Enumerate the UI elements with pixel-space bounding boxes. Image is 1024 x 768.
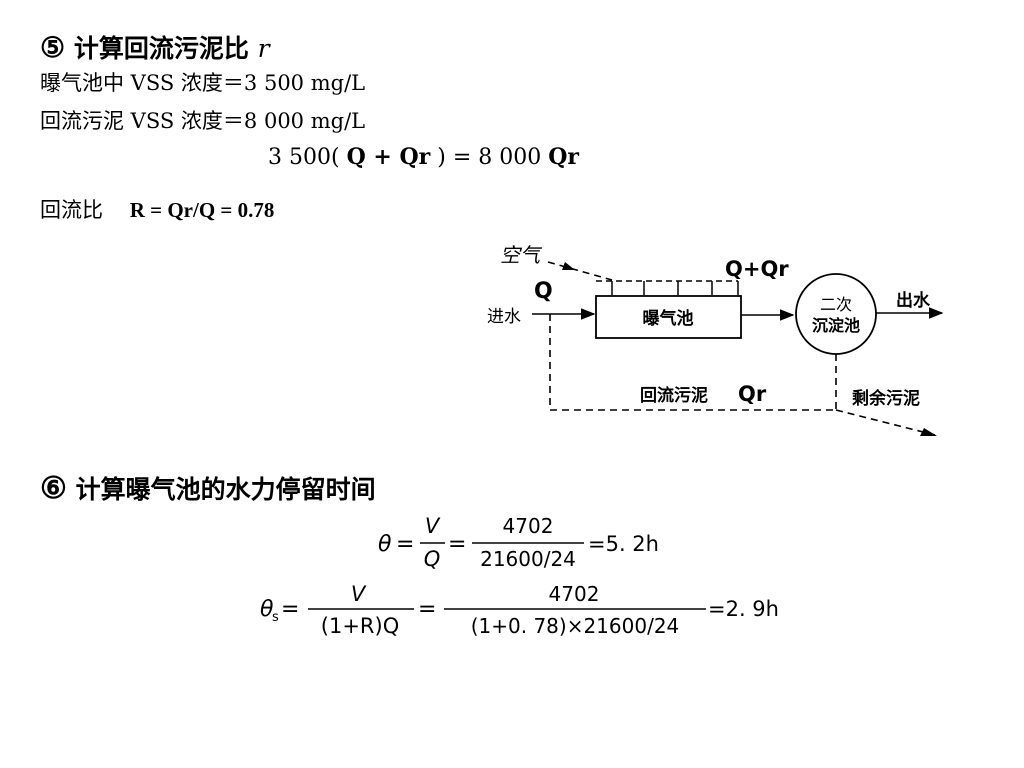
clarifier-label-line1: 二次: [820, 295, 852, 314]
f1-equals: =: [396, 532, 414, 557]
ratio-label: 回流比: [40, 198, 103, 222]
outflow-label: 出水: [896, 290, 931, 311]
f1-theta: θ: [378, 532, 392, 557]
f2-theta: θ: [260, 597, 274, 622]
q-label: Q: [534, 279, 553, 304]
f1-num1: V: [425, 514, 441, 538]
air-label: 空气: [500, 243, 543, 267]
equation-left: 3 500(: [268, 145, 340, 170]
f2-num2: 4702: [549, 582, 600, 606]
section-title: 计算回流污泥比: [73, 34, 249, 63]
q-plus-qr-label: Q+Qr: [725, 257, 789, 281]
mass-balance-equation: 3 500( Q + Qr ) = 8 000 Qr: [268, 146, 579, 169]
section-title: 计算曝气池的水力停留时间: [75, 475, 376, 504]
excess-sludge-arrowhead: [920, 428, 937, 436]
return-sludge-label: 回流污泥: [640, 385, 708, 406]
f1-den2: 21600/24: [480, 547, 576, 571]
excess-sludge-label: 剩余污泥: [852, 388, 920, 409]
f2-sub: s: [272, 610, 279, 625]
f1-equals-2: =: [448, 532, 466, 557]
aeration-tank-box: [595, 295, 742, 339]
f2-result: =2. 9h: [708, 597, 779, 621]
ratio-expression: R = Qr/Q = 0.78: [129, 198, 275, 222]
mlvss-line: 曝气池中 VSS 浓度＝3 500 mg/L: [40, 71, 366, 95]
f2-num1: V: [351, 582, 367, 606]
section-6-heading: ⑥ 计算曝气池的水力停留时间: [40, 474, 376, 504]
section-number: ⑤: [40, 31, 66, 64]
f1-den1: Q: [424, 547, 441, 571]
f2-den1: (1+R)Q: [321, 614, 399, 638]
clarifier-label-line2: 沉淀池: [812, 316, 860, 335]
variable-r: r: [257, 34, 270, 63]
air-arrowhead: [562, 262, 575, 270]
excess-sludge-arrow: [835, 409, 936, 436]
return-ratio-line: 回流比 R = Qr/Q = 0.78: [40, 200, 274, 221]
f2-equals: =: [281, 597, 299, 622]
f2-equals-2: =: [418, 597, 436, 622]
aeration-tank-label: 曝气池: [643, 308, 694, 329]
f1-num2: 4702: [503, 514, 554, 538]
return-vss-line: 回流污泥 VSS 浓度＝8 000 mg/L: [40, 109, 366, 133]
equation-qr: Qr: [548, 144, 579, 170]
return-qr-label: Qr: [738, 382, 767, 406]
f1-result: =5. 2h: [588, 532, 659, 556]
equation-right: ) = 8 000: [437, 145, 542, 170]
equation-q-plus-qr: Q + Qr: [346, 144, 431, 170]
f2-den2: (1+0. 78)×21600/24: [471, 614, 680, 638]
inflow-label: 进水: [487, 307, 521, 327]
section-5-heading: ⑤ 计算回流污泥比 r: [40, 34, 270, 62]
section-number: ⑥: [40, 471, 67, 506]
